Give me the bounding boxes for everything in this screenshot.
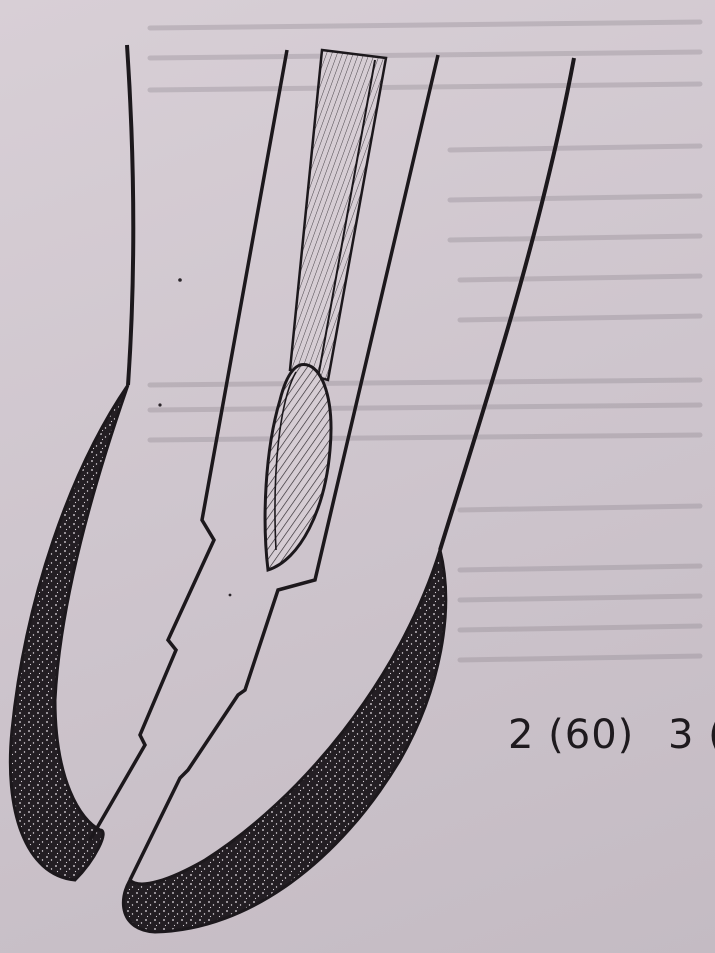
right-root-apex [123, 550, 445, 932]
figure-label-2: 2 (60) [508, 712, 634, 758]
instrument-shaft [290, 50, 386, 380]
left-root-outline [127, 45, 133, 385]
figure-label-3: 3 ( [668, 712, 715, 758]
right-root-outline [440, 58, 574, 550]
canal-wall-left [90, 50, 287, 840]
